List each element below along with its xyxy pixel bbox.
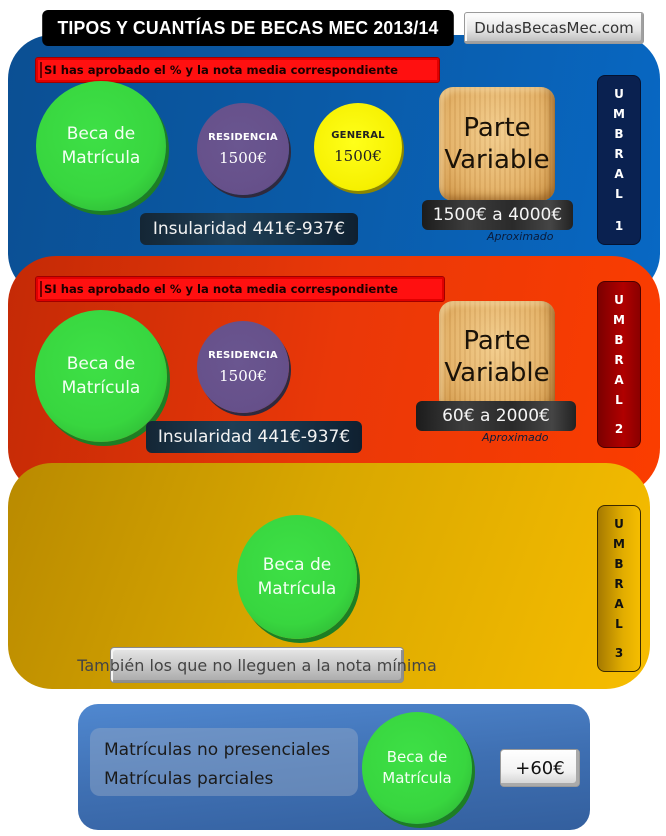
- residencia-circle-umbral-2: RESIDENCIA 1500€: [197, 321, 289, 413]
- list-item: Matrículas parciales: [104, 769, 274, 789]
- umbral-letter: L: [615, 617, 623, 631]
- aproximado-note-umbral-2: Aproximado: [482, 431, 549, 444]
- umbral-number: 3: [614, 646, 624, 660]
- general-amount: 1500€: [334, 146, 382, 165]
- variable-label-line1: Parte: [463, 326, 531, 356]
- umbral-number: 2: [614, 422, 624, 436]
- list-item: Matrículas no presenciales: [104, 740, 331, 760]
- residencia-amount: 1500€: [219, 366, 267, 385]
- umbral-letter: A: [614, 373, 624, 387]
- insularidad-umbral-1: Insularidad 441€-937€: [140, 213, 358, 245]
- site-link[interactable]: DudasBecasMec.com: [464, 12, 644, 44]
- umbral-1-tag: U M B R A L 1: [597, 75, 641, 245]
- variable-range-umbral-2: 60€ a 2000€: [416, 401, 576, 431]
- general-label: GENERAL: [331, 129, 385, 141]
- umbral-letter: U: [614, 293, 624, 307]
- beca-label-line1: Beca de: [66, 124, 136, 144]
- condition-text: SI has aprobado el % y la nota media cor…: [44, 282, 398, 296]
- umbral-letter: R: [614, 353, 624, 367]
- beca-matricula-circle-umbral-1: Beca de Matrícula: [36, 81, 166, 211]
- variable-label-line2: Variable: [444, 145, 550, 175]
- umbral-letter: R: [614, 577, 624, 591]
- umbral-letter: U: [614, 87, 624, 101]
- condition-text: SI has aprobado el % y la nota media cor…: [44, 63, 398, 77]
- residencia-amount: 1500€: [219, 148, 267, 167]
- beca-label-line1: Beca de: [386, 748, 448, 766]
- umbral-number: 1: [614, 219, 624, 233]
- beca-matricula-circle-umbral-3: Beca de Matrícula: [237, 515, 357, 639]
- umbral-letter: L: [615, 393, 623, 407]
- beca-matricula-circle-umbral-2: Beca de Matrícula: [35, 310, 167, 442]
- residencia-label: RESIDENCIA: [208, 131, 278, 143]
- beca-label-line1: Beca de: [262, 555, 332, 575]
- umbral-letter: B: [614, 127, 624, 141]
- variable-label-line2: Variable: [444, 358, 550, 388]
- condition-banner-umbral-1: SI has aprobado el % y la nota media cor…: [35, 57, 440, 83]
- umbral-3-note: También los que no lleguen a la nota mín…: [77, 647, 437, 683]
- general-circle-umbral-1: GENERAL 1500€: [314, 103, 402, 191]
- aproximado-note-umbral-1: Aproximado: [487, 230, 554, 243]
- umbral-letter: B: [614, 333, 624, 347]
- umbral-letter: L: [615, 187, 623, 201]
- umbral-letter: B: [614, 557, 624, 571]
- beca-label-line2: Matrícula: [61, 148, 141, 168]
- beca-label-line2: Matrícula: [61, 378, 141, 398]
- beca-label-line2: Matrícula: [382, 769, 452, 787]
- insularidad-umbral-2: Insularidad 441€-937€: [146, 421, 362, 453]
- extra-amount-badge: +60€: [500, 749, 580, 787]
- page-title: TIPOS Y CUANTÍAS DE BECAS MEC 2013/14: [42, 10, 454, 46]
- umbral-letter: M: [613, 313, 625, 327]
- beca-label-line1: Beca de: [66, 354, 136, 374]
- extra-items-list: Matrículas no presenciales Matrículas pa…: [90, 728, 358, 796]
- umbral-letter: M: [613, 537, 625, 551]
- beca-matricula-circle-extra: Beca de Matrícula: [362, 712, 472, 824]
- condition-banner-umbral-2: SI has aprobado el % y la nota media cor…: [35, 276, 445, 302]
- umbral-letter: R: [614, 147, 624, 161]
- umbral-2-tag: U M B R A L 2: [597, 281, 641, 448]
- parte-variable-block-umbral-1: Parte Variable: [439, 87, 555, 201]
- umbral-letter: A: [614, 167, 624, 181]
- residencia-circle-umbral-1: RESIDENCIA 1500€: [197, 103, 289, 195]
- umbral-letter: M: [613, 107, 625, 121]
- variable-label-line1: Parte: [463, 113, 531, 143]
- residencia-label: RESIDENCIA: [208, 349, 278, 361]
- beca-label-line2: Matrícula: [257, 579, 337, 599]
- umbral-letter: A: [614, 597, 624, 611]
- umbral-3-tag: U M B R A L 3: [597, 505, 641, 672]
- parte-variable-block-umbral-2: Parte Variable: [439, 301, 555, 413]
- umbral-letter: U: [614, 517, 624, 531]
- variable-range-umbral-1: 1500€ a 4000€: [422, 200, 573, 230]
